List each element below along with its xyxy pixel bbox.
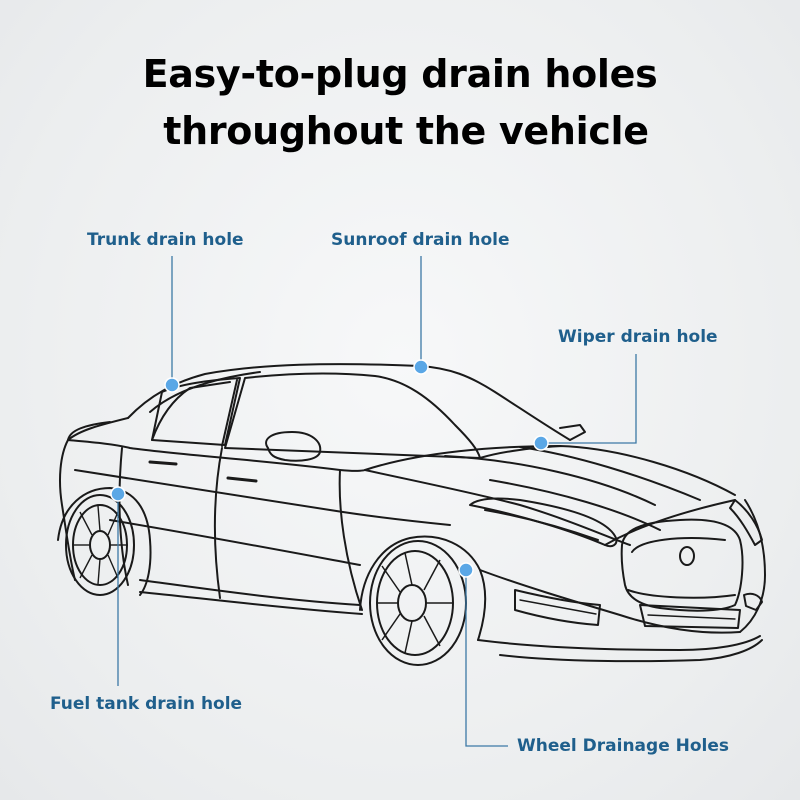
sunroof-drain-hole-label: Sunroof drain hole [331,230,510,250]
front-wheel [369,540,467,666]
title-line-1: Easy-to-plug drain holes [142,52,658,96]
wiper-leader-line [541,354,637,444]
wheel-drain-marker [458,562,474,578]
trunk-drain-marker [164,377,180,393]
wiper-drain-hole-label: Wiper drain hole [558,327,718,347]
car-outline-drawing [57,363,766,663]
rear-wheel [65,494,135,596]
wheel-drainage-holes-label: Wheel Drainage Holes [517,736,730,756]
title-line-2: throughout the vehicle [163,109,649,153]
sunroof-drain-marker [413,359,429,375]
trunk-drain-hole-label: Trunk drain hole [87,230,244,250]
wiper-drain-marker [533,435,549,451]
wheel-leader-line [465,570,508,747]
fuel-tank-drain-hole-label: Fuel tank drain hole [50,694,243,714]
fuel-tank-drain-marker [110,486,126,502]
